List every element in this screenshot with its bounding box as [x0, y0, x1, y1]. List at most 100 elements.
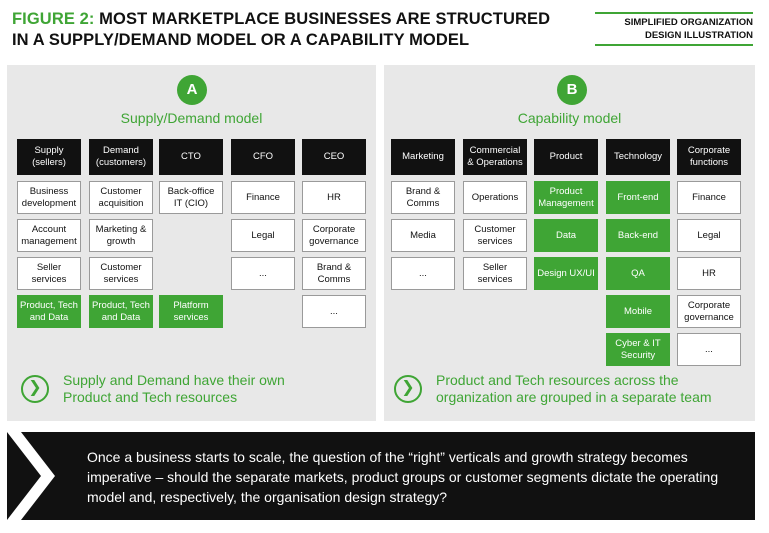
panel-badge-a: A — [177, 75, 207, 105]
panel-b-note: ❯ Product and Tech resources across the … — [394, 372, 712, 406]
org-unit-marketing-growth: Marketing &growth — [89, 219, 153, 252]
org-unit-hr-label: HR — [327, 192, 341, 204]
org-unit-marketing-growth-label: Marketing &growth — [96, 224, 147, 248]
org-unit-: ... — [302, 295, 366, 328]
org-unit-front-end-label-line: Front-end — [617, 191, 659, 203]
panel-supply-demand-model: A Supply/Demand model ❯ Supply and Deman… — [7, 65, 376, 421]
org-unit-finance-label: Finance — [692, 192, 726, 204]
org-unit-brand-comms-label-line: Comms — [317, 273, 351, 285]
org-unit-marketing-growth-label-line: Marketing & — [95, 223, 147, 235]
org-unit--label-line: ... — [705, 343, 713, 355]
org-header-demand-customers: Demand(customers) — [89, 139, 153, 175]
org-unit-: ... — [231, 257, 295, 290]
org-unit-customer-services-label-line: Customer — [100, 261, 142, 273]
org-unit--label: ... — [705, 344, 713, 356]
illustration-tag-line-2: DESIGN ILLUSTRATION — [644, 30, 753, 41]
figure-title: FIGURE 2: MOST MARKETPLACE BUSINESSES AR… — [12, 9, 572, 51]
org-unit-customer-acquisition-label-line: Customer — [100, 185, 142, 197]
org-header-commercial-operations: Commercial& Operations — [463, 139, 527, 175]
org-unit--label: ... — [330, 306, 338, 318]
org-unit-design-ux-ui: Design UX/UI — [534, 257, 598, 290]
org-header-ceo-label: CEO — [324, 151, 345, 163]
org-unit-product-tech-and-data-label-line: Product, Tech — [20, 299, 78, 311]
org-unit-brand-comms: Brand &Comms — [391, 181, 455, 214]
org-unit-product-tech-and-data-label-line: and Data — [101, 311, 141, 323]
org-unit-media-label: Media — [410, 230, 436, 242]
org-header-product: Product — [534, 139, 598, 175]
org-unit-corporate-governance-label-line: governance — [684, 311, 734, 323]
org-unit-finance-label-line: Finance — [692, 191, 726, 203]
org-unit--label: ... — [259, 268, 267, 280]
org-header-marketing-label: Marketing — [402, 151, 444, 163]
org-unit-media: Media — [391, 219, 455, 252]
org-unit-account-management-label-line: Account — [31, 223, 67, 235]
org-unit--label-line: ... — [330, 305, 338, 317]
chevron-right-circle-icon: ❯ — [394, 375, 422, 403]
org-header-demand-customers-label-line: (customers) — [95, 157, 147, 168]
org-unit-customer-services-label-line: Customer — [474, 223, 516, 235]
org-unit-operations-label-line: Operations — [471, 191, 519, 203]
org-unit-corporate-governance-label-line: Corporate — [312, 223, 356, 235]
org-unit-product-management-label-line: Management — [538, 197, 594, 209]
org-unit-legal-label: Legal — [697, 230, 720, 242]
org-header-supply-sellers-label: Supply(sellers) — [32, 145, 66, 169]
org-header-product-label-line: Product — [549, 151, 583, 162]
panel-title-supply-demand: Supply/Demand model — [120, 110, 263, 126]
org-unit-back-office-it-cio-label-line: IT (CIO) — [173, 197, 209, 209]
org-unit-media-label-line: Media — [410, 229, 436, 241]
org-unit-: ... — [677, 333, 741, 366]
org-unit--label: ... — [419, 268, 427, 280]
org-unit-data-label: Data — [556, 230, 576, 242]
org-unit-finance: Finance — [231, 181, 295, 214]
org-unit-account-management-label-line: management — [21, 235, 77, 247]
org-unit-back-end-label-line: Back-end — [617, 229, 659, 241]
footer-callout: Once a business starts to scale, the que… — [7, 432, 755, 520]
org-unit-back-end: Back-end — [606, 219, 670, 252]
org-unit-back-office-it-cio-label-line: Back-office — [167, 185, 215, 197]
panel-a-note-line-2: Product and Tech resources — [63, 389, 238, 405]
org-unit-qa: QA — [606, 257, 670, 290]
org-unit-qa-label-line: QA — [631, 267, 645, 279]
org-unit-hr-label-line: HR — [327, 191, 341, 203]
org-unit-data: Data — [534, 219, 598, 252]
org-header-cfo-label: CFO — [253, 151, 273, 163]
org-unit-mobile-label: Mobile — [624, 306, 652, 318]
panel-capability-model: B Capability model ❯ Product and Tech re… — [384, 65, 755, 421]
org-header-commercial-operations-label-line: & Operations — [467, 157, 523, 168]
illustration-tag: SIMPLIFIED ORGANIZATION DESIGN ILLUSTRAT… — [595, 12, 753, 46]
org-unit-finance-label-line: Finance — [246, 191, 280, 203]
org-header-commercial-operations-label-line: Commercial — [469, 145, 521, 156]
org-unit-brand-comms-label-line: Brand & — [405, 185, 441, 197]
org-unit-finance-label: Finance — [246, 192, 280, 204]
figure-number: FIGURE 2: — [12, 10, 95, 28]
org-header-cfo: CFO — [231, 139, 295, 175]
org-header-cfo-label-line: CFO — [252, 151, 274, 162]
org-unit-mobile: Mobile — [606, 295, 670, 328]
org-unit-: ... — [391, 257, 455, 290]
org-header-technology-label-line: Technology — [613, 151, 663, 162]
org-unit-marketing-growth-label-line: growth — [106, 235, 136, 247]
panel-b-note-line-2: organization are grouped in a separate t… — [436, 389, 712, 405]
org-unit-hr: HR — [677, 257, 741, 290]
org-unit-platform-services-label-line: Platform — [173, 299, 209, 311]
